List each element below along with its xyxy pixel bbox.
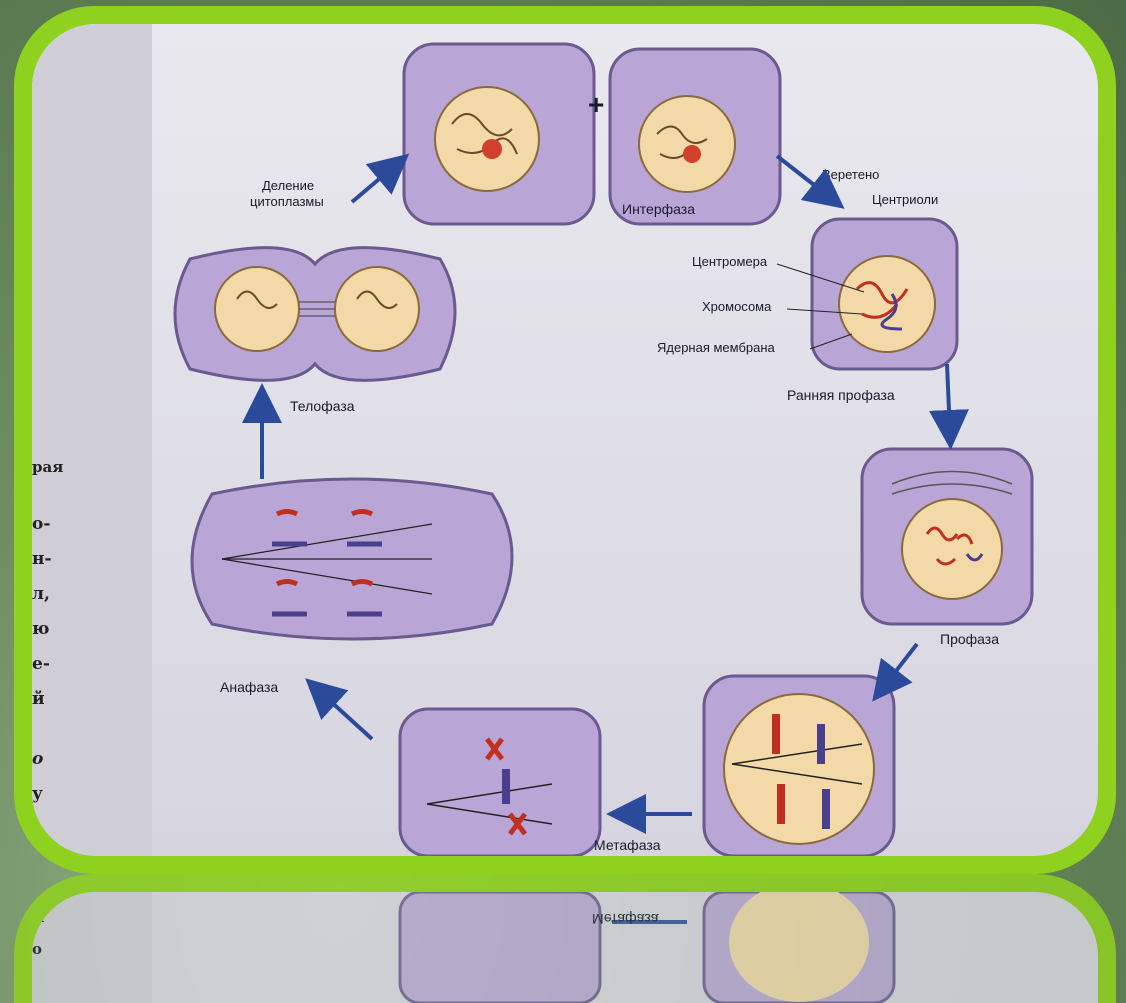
prophase-label: Профаза (940, 631, 999, 647)
reflection-page: Метафаза А о (32, 892, 1098, 1003)
metaphase-label: Метафаза (594, 837, 661, 853)
margin-fragment: рая (32, 458, 63, 476)
interphase-cell-left (404, 44, 594, 224)
early-prophase-label: Ранняя профаза (787, 387, 895, 403)
margin-fragment: е- (32, 654, 50, 674)
slide-reflection: Метафаза А о (14, 874, 1116, 1003)
margin-fragment: й (32, 689, 45, 709)
centrioles-label: Центриоли (872, 192, 938, 207)
interphase-label: Интерфаза (622, 201, 695, 217)
spindle-label: Веретено (822, 167, 879, 182)
arrow-to-metaphase (882, 644, 917, 689)
margin-fragment: н- (32, 549, 52, 569)
prophase-cell (862, 449, 1032, 624)
telophase-label: Телофаза (290, 398, 355, 414)
metaphase-cell-left (400, 709, 600, 856)
margin-fragment: о- (32, 514, 50, 534)
arrow-to-prophase (947, 364, 950, 434)
margin-fragment: о (32, 749, 43, 769)
arrow-to-anaphase (317, 689, 372, 739)
centromere-label: Центромера (692, 254, 768, 269)
telophase-cell (175, 248, 455, 381)
chromosome-label: Хромосома (702, 299, 772, 314)
early-prophase-cell (812, 219, 957, 369)
interphase-cell-right (610, 49, 780, 224)
cytoplasm-division-label-line1: Деление (262, 178, 314, 193)
page-spine (32, 24, 152, 856)
arrow-to-interphase (352, 164, 397, 202)
anaphase-cell (192, 479, 512, 639)
metaphase-cell-right (704, 676, 894, 856)
textbook-page: + Интерфаза Веретено Центриоли Центромер… (32, 24, 1098, 856)
margin-fragment: л, (32, 584, 50, 604)
nuclear-membrane-label: Ядерная мембрана (657, 340, 776, 355)
anaphase-label: Анафаза (220, 679, 278, 695)
cytoplasm-division-label-line2: цитоплазмы (250, 194, 324, 209)
reflection-metaphase-label: Метафаза (592, 911, 659, 927)
margin-fragment: у (32, 784, 43, 804)
reflection-diagram: Метафаза А о (32, 892, 1098, 1003)
margin-fragment: ю (32, 619, 49, 639)
plus-sign: + (588, 89, 604, 120)
reflection-fragment: о (32, 940, 42, 958)
slide-frame: + Интерфаза Веретено Центриоли Центромер… (14, 6, 1116, 874)
reflection-fragment: А (32, 908, 45, 926)
mitosis-cycle-diagram: + Интерфаза Веретено Центриоли Центромер… (32, 24, 1098, 856)
